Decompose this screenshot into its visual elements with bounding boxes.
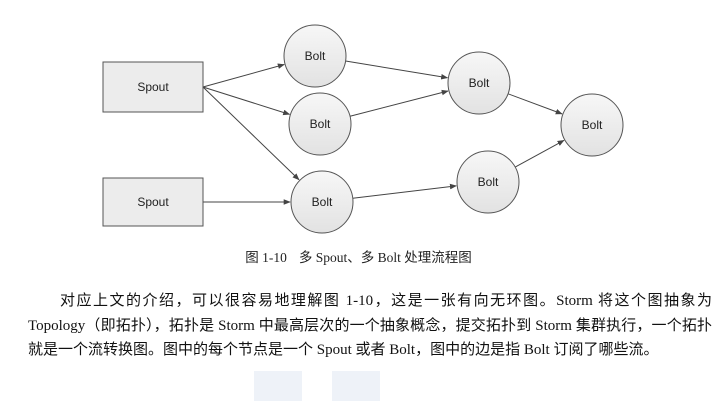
edge-bolt1-bolt4 bbox=[345, 60, 449, 80]
edge-spout1-bolt1 bbox=[202, 63, 285, 88]
bolt-circle bbox=[290, 170, 354, 234]
bolt-circle bbox=[447, 51, 511, 115]
bolt-circle bbox=[283, 24, 347, 88]
node-label: Bolt bbox=[305, 49, 326, 63]
edge-bolt3-bolt5 bbox=[352, 183, 457, 199]
bolt-circle bbox=[560, 93, 624, 157]
watermark-block bbox=[254, 371, 302, 401]
node-label: Spout bbox=[137, 195, 169, 209]
spout-box bbox=[102, 177, 204, 227]
node-label: Bolt bbox=[469, 76, 490, 90]
watermark-block bbox=[332, 371, 380, 401]
spout-node: Spout bbox=[102, 177, 204, 227]
edge-bolt4-bolt6 bbox=[507, 93, 563, 115]
node-label: Bolt bbox=[310, 117, 331, 131]
node-label: Bolt bbox=[478, 175, 499, 189]
bolt-node: Bolt bbox=[560, 93, 624, 157]
edge-bolt5-bolt6 bbox=[514, 139, 565, 168]
bolt-node: Bolt bbox=[447, 51, 511, 115]
figure-caption: 图 1-10 多 Spout、多 Bolt 处理流程图 bbox=[0, 246, 717, 266]
node-label: Spout bbox=[137, 80, 169, 94]
bolt-node: Bolt bbox=[283, 24, 347, 88]
edge-spout1-bolt3 bbox=[202, 86, 300, 181]
edge-bolt2-bolt4 bbox=[349, 89, 449, 117]
bolt-node: Bolt bbox=[288, 92, 352, 156]
bolt-node: Bolt bbox=[290, 170, 354, 234]
node-label: Bolt bbox=[312, 195, 333, 209]
spout-box bbox=[102, 61, 204, 113]
edge-spout1-bolt2 bbox=[202, 86, 291, 116]
bolt-circle bbox=[288, 92, 352, 156]
body-paragraph: 对应上文的介绍，可以很容易地理解图 1-10，这是一张有向无环图。Storm 将… bbox=[28, 293, 712, 358]
bolt-circle bbox=[456, 150, 520, 214]
figure-number: 图 1-10 bbox=[245, 250, 287, 265]
edges-layer bbox=[202, 60, 565, 205]
bolt-node: Bolt bbox=[456, 150, 520, 214]
spout-node: Spout bbox=[102, 61, 204, 113]
node-label: Bolt bbox=[582, 118, 603, 132]
figure-title: 多 Spout、多 Bolt 处理流程图 bbox=[298, 250, 472, 265]
